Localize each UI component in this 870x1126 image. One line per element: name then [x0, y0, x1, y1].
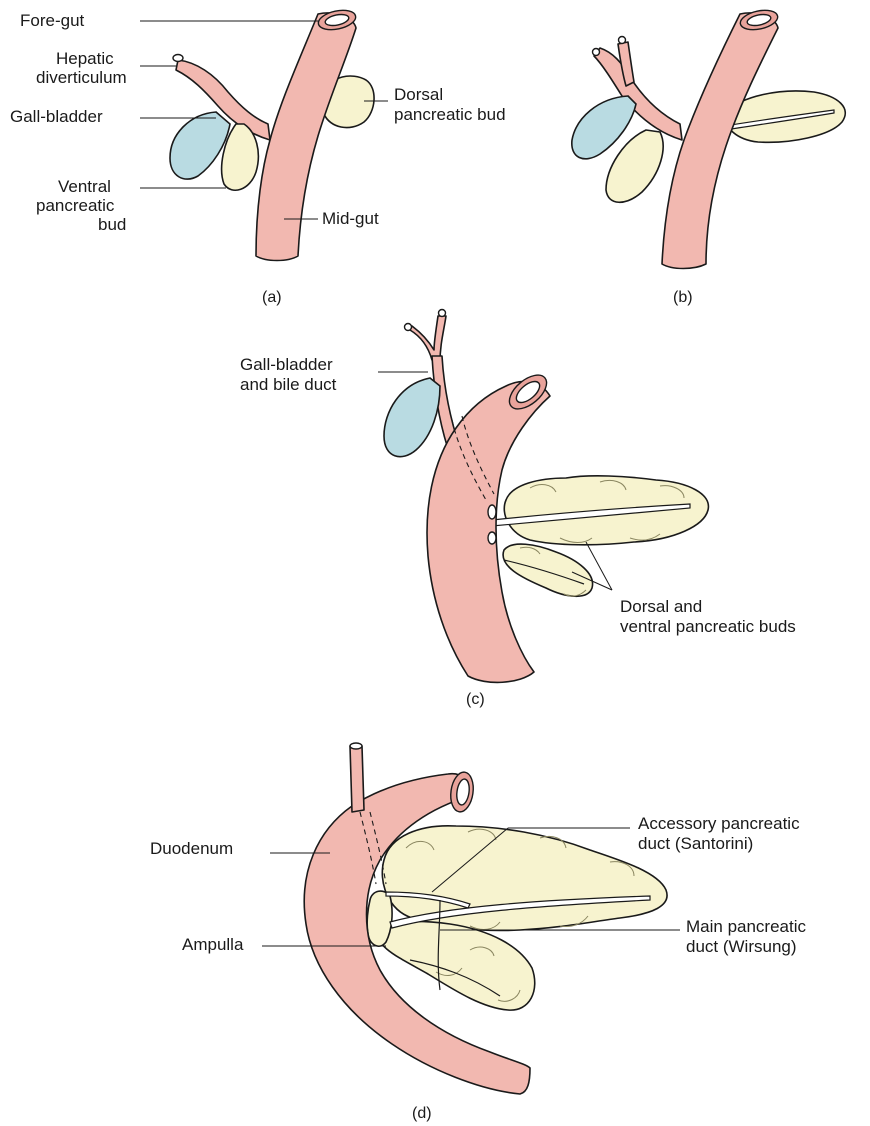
label-gall-bladder: Gall-bladder [10, 107, 103, 126]
label-ventral-1: Ventral [58, 177, 111, 196]
bile-duct-c [410, 316, 446, 362]
gall-bladder-c [384, 378, 440, 457]
label-gall-bladder-c-1: Gall-bladder [240, 355, 333, 374]
panel-d: Duodenum Ampulla Accessory pancreatic du… [150, 743, 807, 1122]
label-dorsal-1: Dorsal [394, 85, 443, 104]
label-ampulla: Ampulla [182, 935, 244, 954]
label-gall-bladder-c-2: and bile duct [240, 375, 337, 394]
panel-b: (b) [572, 7, 845, 306]
label-dorsal-2: pancreatic bud [394, 105, 506, 124]
label-duodenum: Duodenum [150, 839, 233, 858]
label-hepatic-1: Hepatic [56, 49, 114, 68]
label-accessory-1: Accessory pancreatic [638, 814, 800, 833]
caption-c: (c) [466, 691, 485, 708]
label-ventral-3: bud [98, 215, 126, 234]
pancreas-ventral [379, 922, 535, 1011]
panel-a: Fore-gut Hepatic diverticulum Gall-bladd… [10, 7, 506, 306]
label-ventral-2: pancreatic [36, 196, 115, 215]
label-buds-1: Dorsal and [620, 597, 702, 616]
hepatic-tip [173, 55, 183, 62]
label-mid-gut: Mid-gut [322, 209, 379, 228]
panel-c: Gall-bladder and bile duct Dorsal and ve… [240, 310, 796, 709]
ventral-pancreatic-bud-c [503, 544, 592, 596]
caption-d: (d) [412, 1105, 432, 1122]
label-fore-gut: Fore-gut [20, 11, 85, 30]
bile-duct-d [350, 746, 364, 812]
label-main-2: duct (Wirsung) [686, 937, 797, 956]
label-main-1: Main pancreatic [686, 917, 807, 936]
label-hepatic-2: diverticulum [36, 68, 127, 87]
pancreas-head-lobe [367, 891, 392, 946]
label-accessory-2: duct (Santorini) [638, 834, 753, 853]
label-buds-2: ventral pancreatic buds [620, 617, 796, 636]
caption-a: (a) [262, 289, 282, 306]
caption-b: (b) [673, 289, 693, 306]
